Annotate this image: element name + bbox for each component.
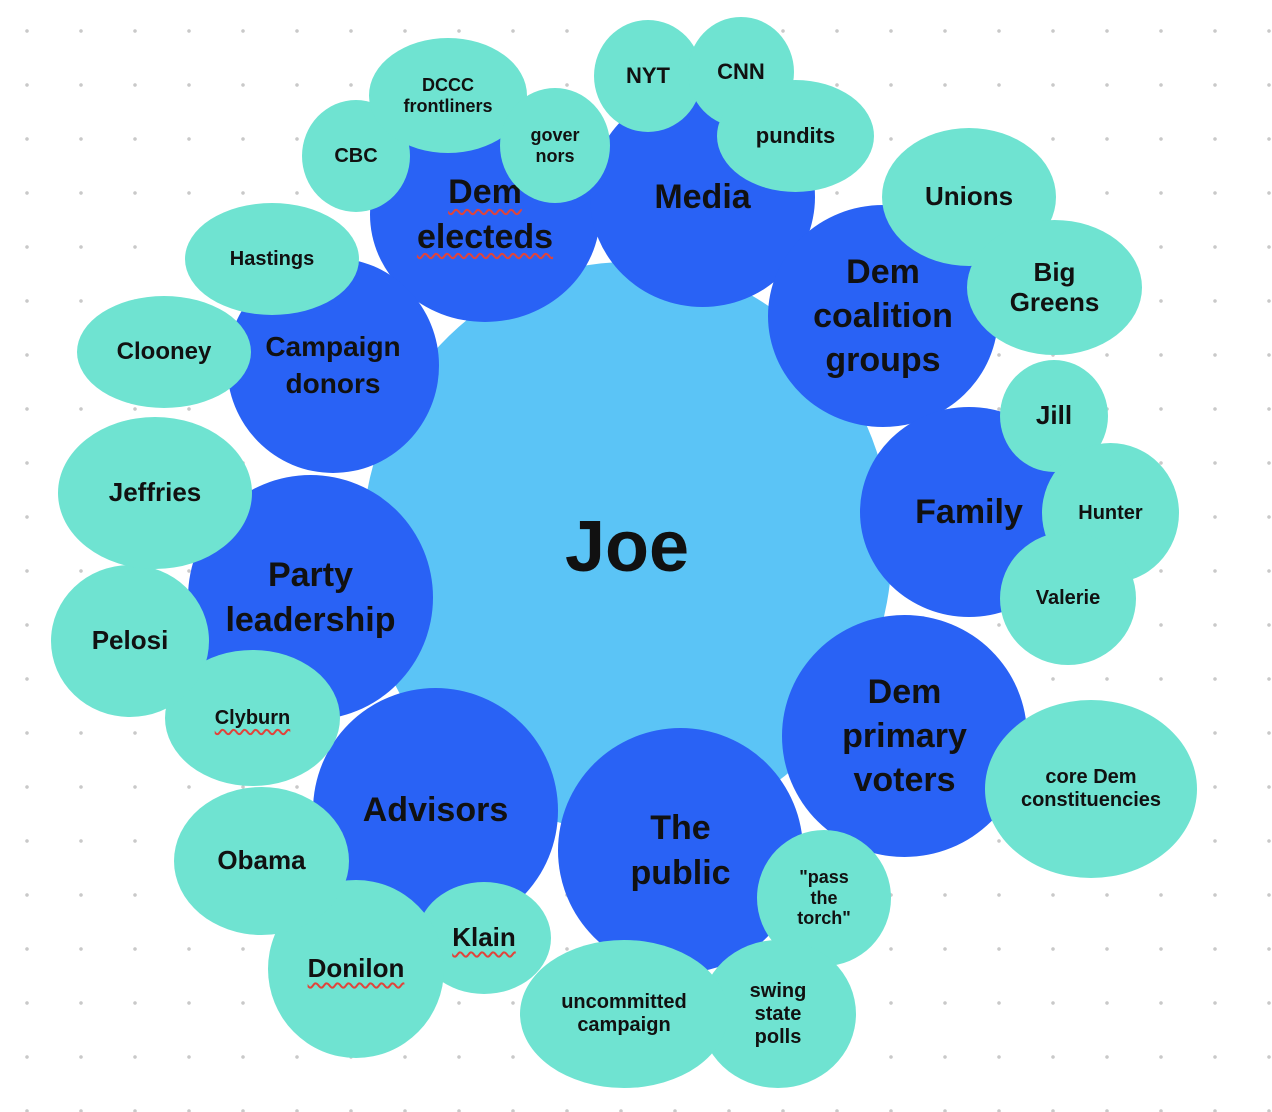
leaf-label-big-greens: Big Greens xyxy=(1009,256,1100,317)
leaf-label-hunter: Hunter xyxy=(1078,501,1143,524)
leaf-bubble-jeffries: Jeffries xyxy=(58,417,252,569)
leaf-label-nyt: NYT xyxy=(626,63,670,89)
group-label-dem-coalition-groups: Dem coalition groups xyxy=(813,252,953,380)
leaf-bubble-governors: gover nors xyxy=(500,88,610,203)
leaf-label-uncommitted-campaign: uncommitted campaign xyxy=(561,991,687,1036)
leaf-label-klain: Klain xyxy=(452,922,516,953)
center-label: Joe xyxy=(564,507,690,587)
leaf-label-pelosi: Pelosi xyxy=(91,625,169,656)
leaf-bubble-core-dem-constituencies: core Dem constituencies xyxy=(985,700,1197,878)
group-label-family: Family xyxy=(915,492,1023,531)
leaf-label-swing-state-polls: swing state polls xyxy=(749,979,807,1048)
leaf-label-pundits: pundits xyxy=(755,123,836,149)
group-label-dem-electeds: Dem electeds xyxy=(416,173,554,256)
leaf-bubble-clooney: Clooney xyxy=(77,296,251,408)
leaf-bubble-uncommitted-campaign: uncommitted campaign xyxy=(520,940,728,1088)
leaf-bubble-pelosi: Pelosi xyxy=(51,565,209,717)
leaf-label-cbc: CBC xyxy=(334,144,378,167)
leaf-bubble-dccc-frontliners: DCCC frontliners xyxy=(369,38,527,153)
leaf-label-hastings: Hastings xyxy=(229,247,315,270)
leaf-label-obama: Obama xyxy=(217,845,306,876)
leaf-bubble-valerie: Valerie xyxy=(1000,532,1136,665)
group-label-dem-primary-voters: Dem primary voters xyxy=(842,672,967,800)
group-label-advisors: Advisors xyxy=(362,791,509,830)
leaf-label-governors: gover nors xyxy=(530,124,580,166)
leaf-label-clooney: Clooney xyxy=(116,338,212,366)
leaf-bubble-big-greens: Big Greens xyxy=(967,220,1142,355)
leaf-bubble-obama: Obama xyxy=(174,787,349,935)
leaf-label-pass-the-torch: "pass the torch" xyxy=(797,866,851,929)
leaf-label-unions: Unions xyxy=(924,181,1014,212)
group-label-party-leadership: Party leadership xyxy=(225,556,396,639)
group-label-media: Media xyxy=(654,177,751,216)
group-label-campaign-donors: Campaign donors xyxy=(265,331,401,399)
leaf-label-core-dem-constituencies: core Dem constituencies xyxy=(1020,766,1162,811)
leaf-bubble-hastings: Hastings xyxy=(185,203,359,315)
leaf-bubble-nyt: NYT xyxy=(594,20,702,132)
leaf-label-jeffries: Jeffries xyxy=(108,477,202,508)
leaf-label-cnn: CNN xyxy=(717,59,765,85)
group-label-the-public: The public xyxy=(630,809,731,892)
leaf-label-jill: Jill xyxy=(1035,400,1073,431)
leaf-label-donilon: Donilon xyxy=(307,953,405,984)
group-bubble-the-public: The public xyxy=(558,728,803,973)
leaf-label-valerie: Valerie xyxy=(1035,587,1101,609)
leaf-bubble-pundits: pundits xyxy=(717,80,874,192)
leaf-label-dccc-frontliners: DCCC frontliners xyxy=(403,74,493,116)
group-bubble-dem-primary-voters: Dem primary voters xyxy=(782,615,1027,857)
leaf-label-clyburn: Clyburn xyxy=(214,706,291,729)
